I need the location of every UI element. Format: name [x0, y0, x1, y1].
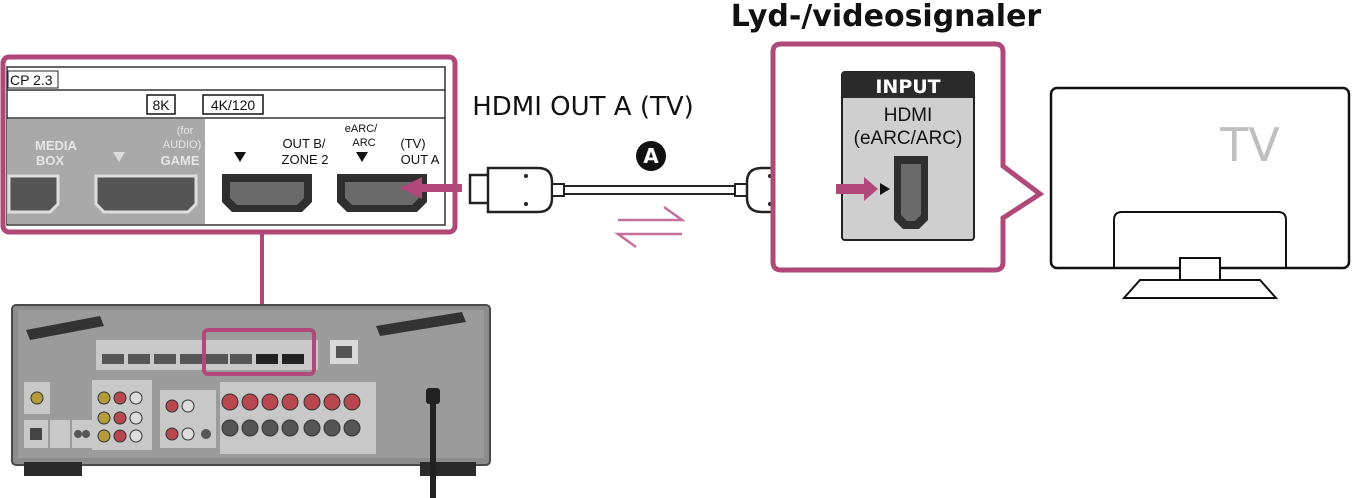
- earc-label-2: ARC: [352, 137, 375, 149]
- cp-label: CP 2.3: [10, 72, 53, 88]
- out-b-label-1: OUT B/: [282, 136, 325, 151]
- tv-input-zoom-panel: INPUT HDMI (eARC/ARC): [770, 41, 1045, 273]
- earc-label-1: eARC/: [345, 123, 378, 135]
- receiver-zoom-panel: CP 2.3 8K 4K/120 MEDIA BOX (for AUDIO) G…: [0, 54, 462, 235]
- receiver-back-panel: [11, 304, 491, 498]
- hdmi-port-game: [94, 174, 198, 214]
- badge-4k120: 4K/120: [211, 97, 256, 113]
- tv-illustration: TV: [1049, 86, 1351, 299]
- hdmi-zoom-highlight: [202, 328, 316, 376]
- tv-out-label-2: OUT A: [401, 152, 440, 167]
- callout-a: A: [636, 141, 666, 171]
- cable-label: HDMI OUT A (TV): [472, 92, 694, 122]
- game-label-1: (for: [177, 125, 194, 137]
- badge-8k: 8K: [152, 97, 170, 113]
- arrow-into-tv-port-icon: [864, 177, 878, 201]
- callout-letter: A: [643, 144, 659, 168]
- triangle-marker-icon: [234, 152, 246, 162]
- arrow-into-out-a-icon: [400, 177, 422, 199]
- tv-hdmi-label-2: (eARC/ARC): [854, 128, 963, 149]
- receiver-zoom-frame: [0, 54, 458, 235]
- game-label-2: AUDIO): [163, 139, 202, 151]
- tv-label: TV: [1219, 118, 1280, 172]
- tv-hdmi-label-1: HDMI: [884, 105, 933, 126]
- triangle-marker-icon: [880, 183, 890, 195]
- game-label-3: GAME: [161, 153, 200, 168]
- hdmi-port-media-box: [7, 174, 60, 214]
- triangle-marker-icon: [356, 152, 368, 162]
- input-header: INPUT: [875, 76, 940, 98]
- tv-out-label-1: (TV): [400, 136, 425, 151]
- bidirectional-arrows-icon: [614, 205, 686, 249]
- media-box-label-1: MEDIA: [35, 138, 78, 153]
- diagram-title: Lyd-/videosignaler: [731, 0, 1042, 34]
- out-b-label-2: ZONE 2: [282, 152, 329, 167]
- power-cord: [430, 400, 436, 498]
- media-box-label-2: BOX: [36, 153, 65, 168]
- triangle-marker-icon: [113, 152, 125, 162]
